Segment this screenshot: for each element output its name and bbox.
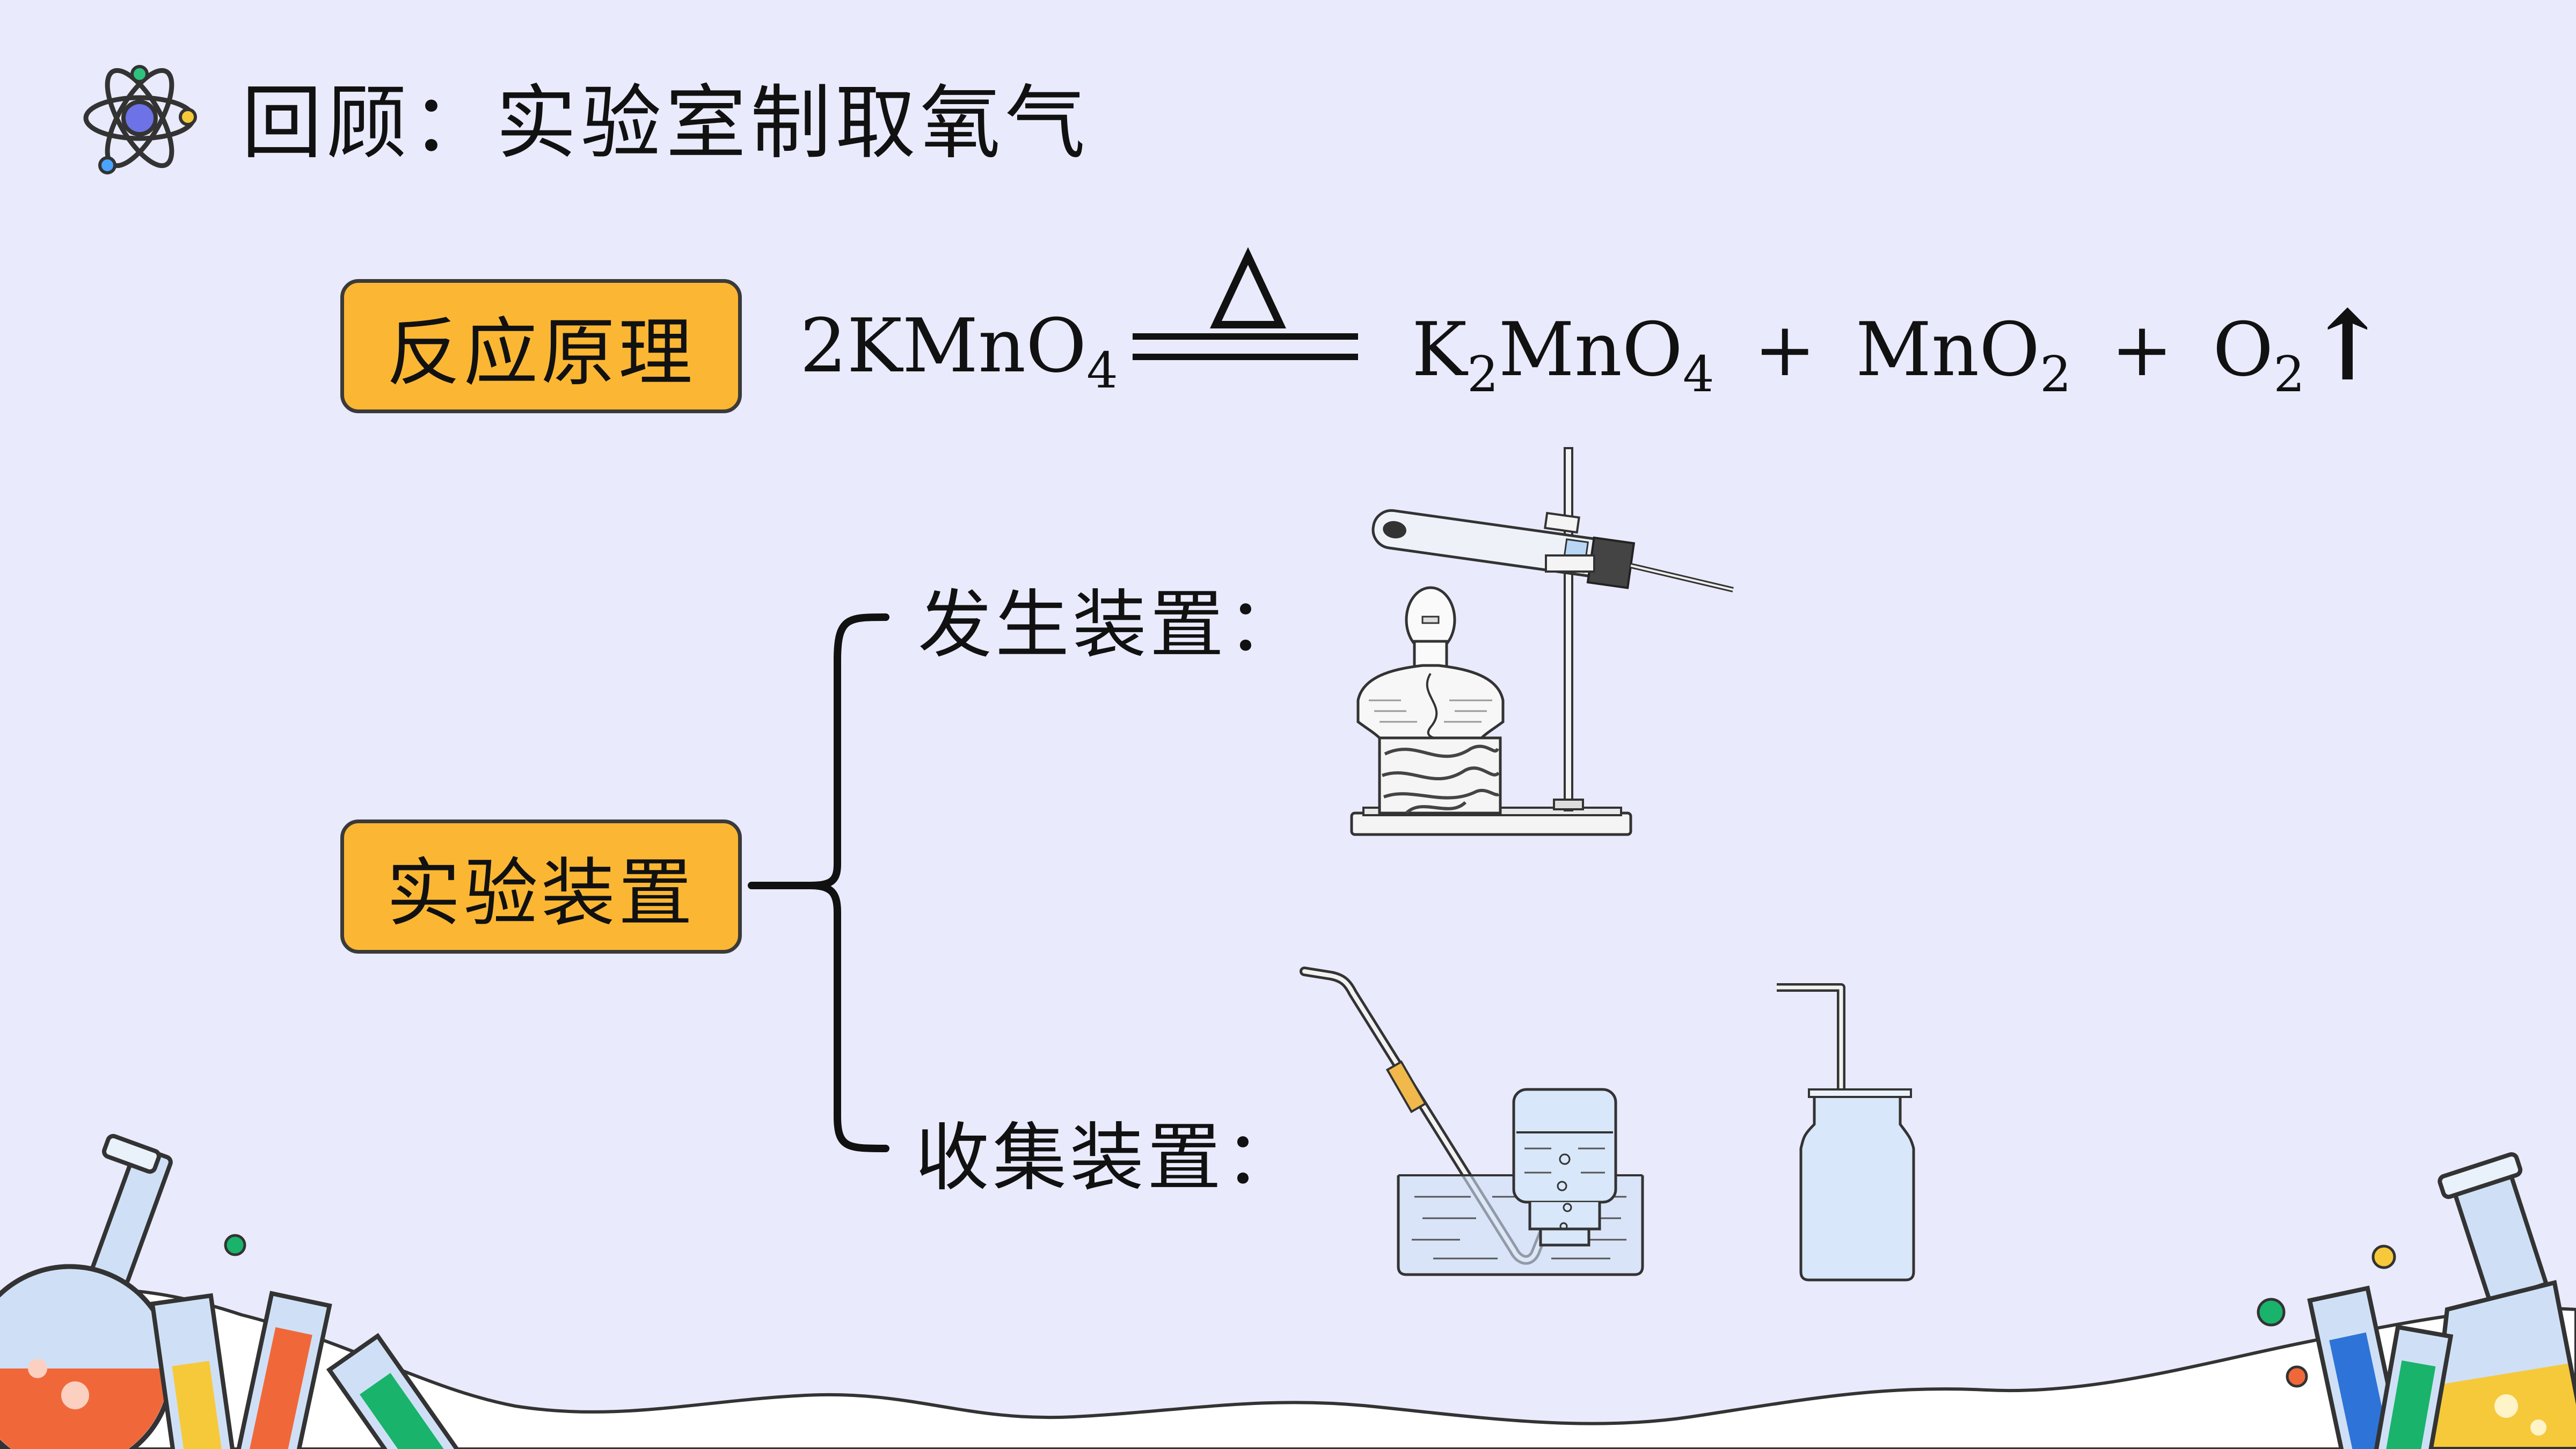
brace-icon	[748, 613, 889, 1152]
flask-icon	[2257, 1152, 2576, 1449]
collection-label: 收集装置：	[915, 1115, 1302, 1201]
gas-arrow-icon: ↑	[2307, 289, 2388, 402]
plus-sign: +	[1754, 306, 1816, 393]
product-1-a: K	[1412, 306, 1468, 393]
product-1-sub1: 2	[1467, 346, 1499, 403]
iron-stand-rod	[1564, 447, 1573, 811]
product-1-b: MnO	[1498, 306, 1683, 393]
product-3: O	[2213, 306, 2274, 393]
flask-icon	[0, 1133, 461, 1449]
wooden-block	[1378, 736, 1502, 815]
alcohol-lamp-icon	[1356, 586, 1505, 740]
products: K2MnO4 + MnO2 + O2↑	[1412, 292, 2388, 400]
page-title: 回顾：实验室制取氧气	[242, 77, 1090, 170]
generation-label: 发生装置：	[918, 582, 1305, 668]
atom-icon	[83, 65, 197, 174]
inverted-bottle	[1512, 1088, 1617, 1247]
gas-jar-icon	[1777, 983, 1915, 1282]
product-3-sub: 2	[2273, 346, 2305, 403]
heat-triangle-icon	[1133, 247, 1358, 360]
reactant-subscript: 4	[1086, 342, 1118, 399]
bottom-decoration	[0, 1288, 2576, 1449]
reactant: 2KMnO	[800, 303, 1087, 389]
chemical-equation: 2KMnO4	[800, 292, 1118, 400]
principle-tag: 反应原理	[340, 279, 742, 413]
plus-sign: +	[2111, 306, 2173, 393]
water-trough-icon	[1300, 967, 1644, 1276]
reaction-condition: △	[1133, 244, 1363, 373]
apparatus-tag: 实验装置	[340, 819, 742, 954]
product-2-sub: 2	[2040, 346, 2071, 403]
generation-apparatus	[1350, 447, 1734, 836]
product-1-sub2: 4	[1682, 346, 1714, 403]
product-2: MnO	[1855, 306, 2040, 393]
